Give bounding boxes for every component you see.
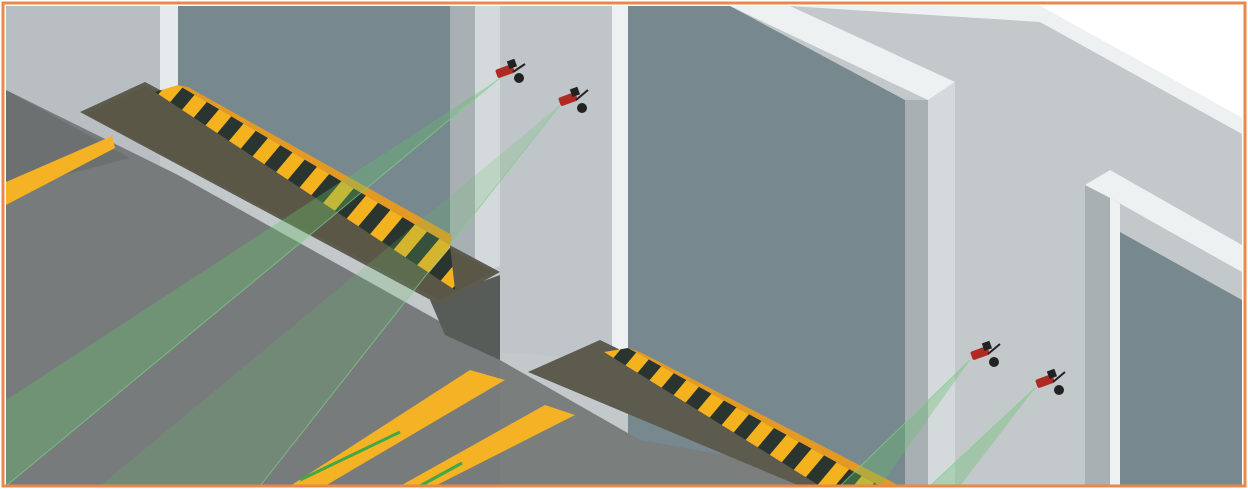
door-frame-left-2 bbox=[612, 6, 628, 362]
wall-pillar bbox=[500, 6, 612, 360]
door-frame-right-face-1 bbox=[475, 6, 500, 276]
door-frame-edge-3 bbox=[1110, 198, 1120, 486]
door-frame-left-3 bbox=[1085, 185, 1110, 486]
door-frame-right-face-2 bbox=[928, 82, 955, 486]
